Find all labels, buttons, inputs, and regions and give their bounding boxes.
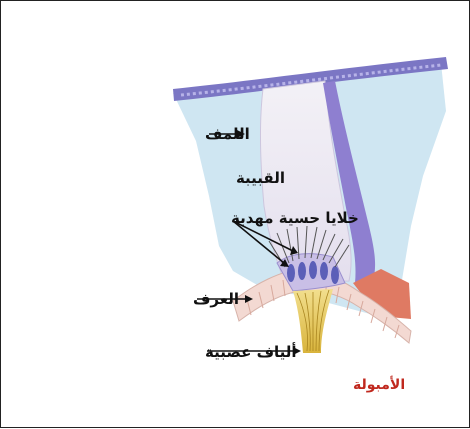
label-hair-cells: خلايا حسية مهدبة [231, 209, 359, 227]
label-nerve-fibers: ألياف عصبية [205, 342, 297, 361]
label-endolymph: اللمف [205, 125, 250, 143]
label-crista: العرف [193, 290, 239, 308]
label-cupula: القبيبة [236, 169, 285, 187]
label-ampulla: الأمبولة [353, 376, 405, 393]
